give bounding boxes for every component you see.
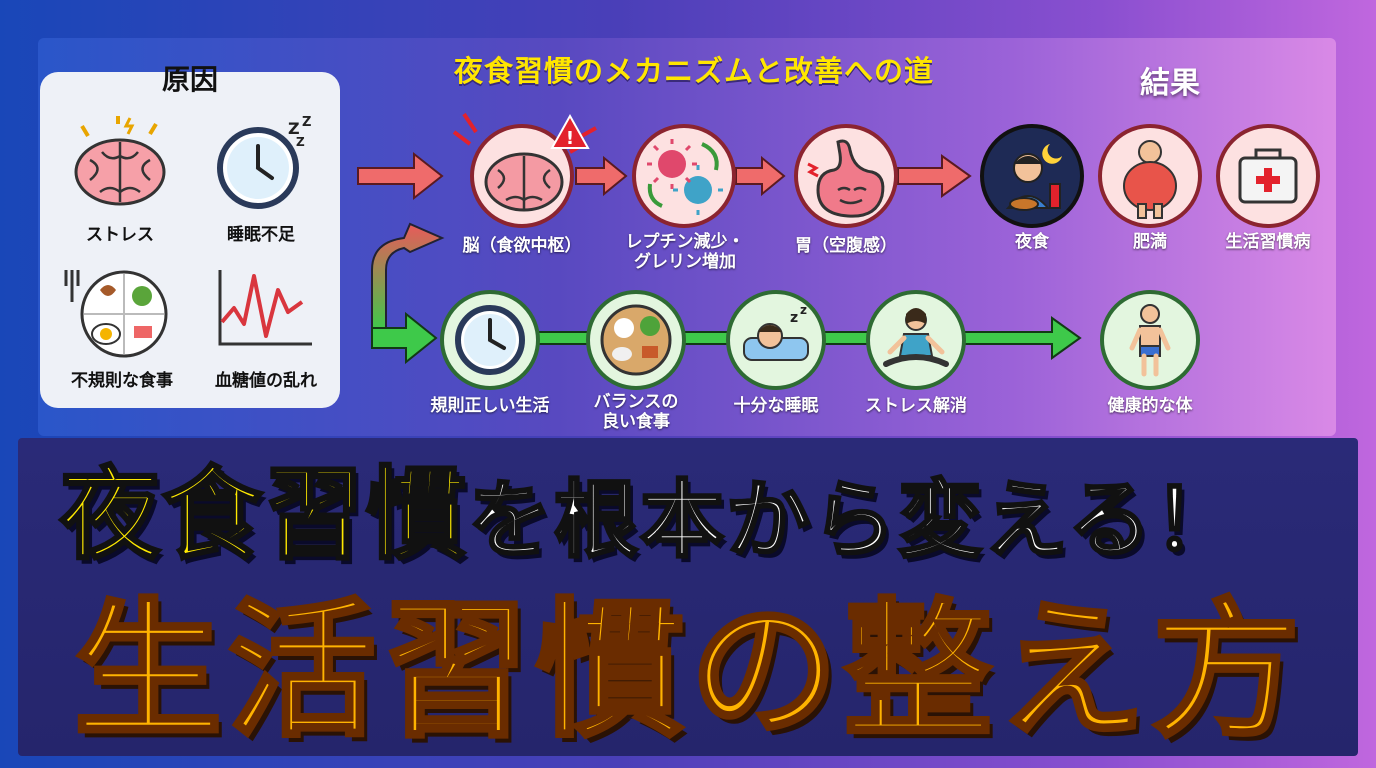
svg-text:z: z: [800, 303, 807, 317]
diagram-title: 夜食習慣のメカニズムと改善への道: [453, 54, 934, 88]
meal-plate-icon: [64, 270, 168, 358]
arrow-connector: [371, 222, 445, 331]
sleeping-icon: z z: [743, 303, 809, 361]
glucose-chart-icon: [218, 270, 312, 346]
node-label-balanced-meal: バランスの 良い食事: [593, 392, 679, 432]
headline-rest: を根本から変える！: [466, 470, 1240, 571]
svg-text:Z: Z: [302, 115, 311, 130]
arrow-brain-hormone: [575, 155, 628, 197]
meditation-icon: [883, 308, 949, 367]
node-medical: [1216, 124, 1320, 228]
node-label-brain: 脳（食欲中枢）: [462, 236, 582, 256]
arrow-green-3: [821, 331, 873, 345]
node-label-medical: 生活習慣病: [1225, 232, 1311, 252]
headline-highlight: 夜食習慣: [59, 455, 468, 575]
svg-text:!: !: [566, 128, 574, 149]
cause-box: [40, 72, 340, 408]
clock-icon: [455, 305, 525, 375]
svg-text:Z: Z: [296, 135, 305, 149]
svg-text:Z: Z: [288, 119, 300, 138]
hormone-cycle-icon: [647, 139, 723, 215]
arrow-green-2: [683, 331, 733, 345]
headline-banner: [18, 438, 1358, 756]
node-label-night-eating: 夜食: [1015, 232, 1049, 252]
balanced-meal-icon: [600, 304, 672, 376]
node-label-hormone: レプチン減少・ グレリン増加: [625, 232, 745, 272]
result-title: 結果: [1140, 66, 1200, 101]
brain-stress-icon: [74, 116, 166, 206]
brain-alert-icon: !: [452, 112, 597, 212]
cause-label-meal: 不規則な食事: [71, 371, 173, 391]
svg-text:z: z: [790, 310, 798, 326]
cause-label-sleep: 睡眠不足: [227, 225, 295, 245]
cause-title: 原因: [161, 63, 218, 96]
cause-label-glucose: 血糖値の乱れ: [215, 371, 317, 391]
stomach-icon: [807, 139, 885, 218]
arrow-stomach-night: [897, 154, 972, 198]
node-label-healthy-body: 健康的な体: [1107, 396, 1193, 416]
headline-line2: 生活習慣の整え方: [72, 584, 1306, 758]
medical-kit-icon: [1238, 148, 1298, 204]
arrow-green-1: [537, 331, 593, 345]
arrow-green-final: [961, 316, 1082, 360]
arrow-entry: [357, 151, 444, 201]
healthy-body-icon: [1129, 304, 1171, 377]
cause-label-stress: ストレス: [86, 225, 154, 245]
node-label-obesity: 肥満: [1133, 232, 1167, 252]
node-label-stomach: 胃（空腹感）: [795, 236, 897, 256]
arrow-hormone-stomach: [735, 155, 786, 197]
node-label-regular-life: 規則正しい生活: [430, 396, 550, 416]
clock-sleep-icon: Z Z Z: [217, 115, 311, 209]
obesity-icon: [1123, 140, 1177, 219]
node-hormone: [632, 124, 736, 228]
headline-line1: 夜食習慣を根本から変える！: [59, 450, 1330, 585]
arrow-green-entry: [371, 311, 438, 365]
node-label-sleep: 十分な睡眠: [733, 396, 819, 416]
node-label-stress-relief: ストレス解消: [865, 396, 967, 416]
night-eating-icon: [1005, 144, 1062, 211]
